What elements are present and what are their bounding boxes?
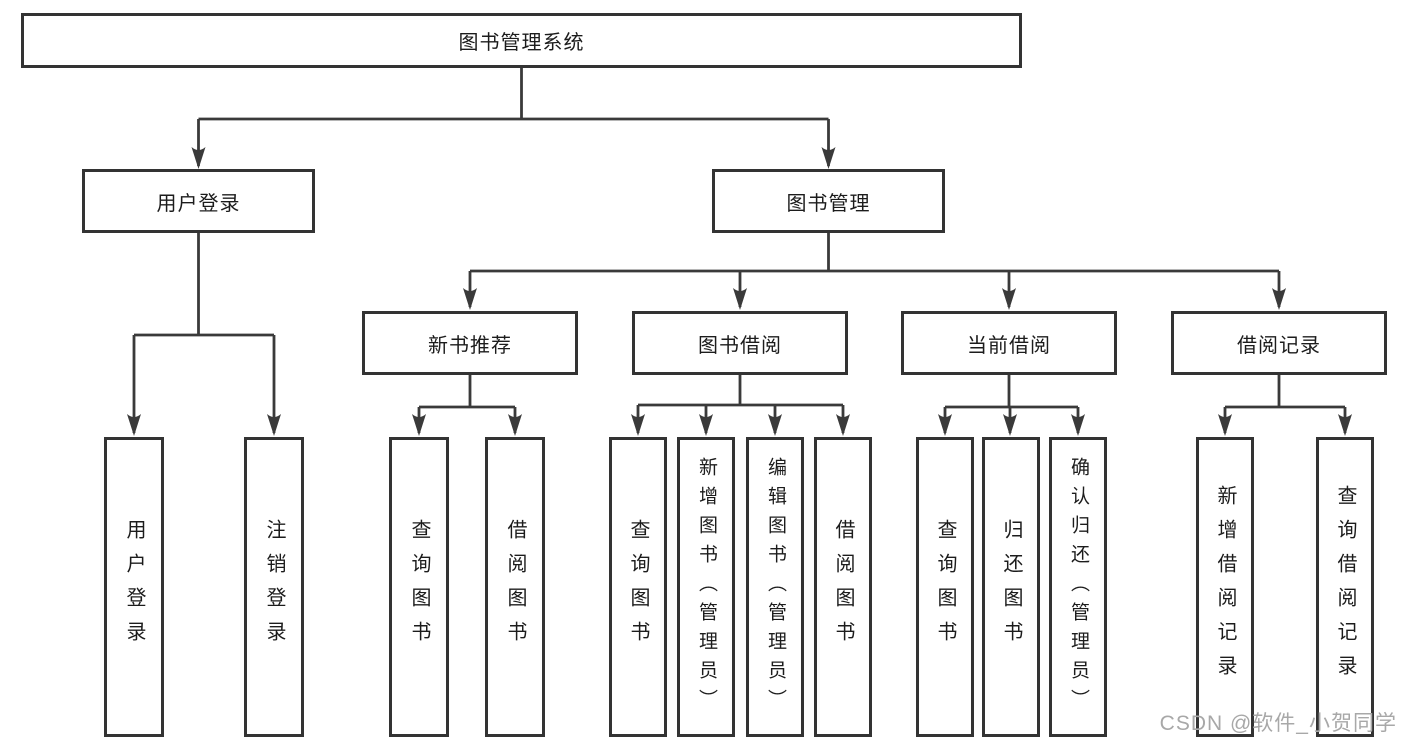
leaf-add-borrow-record: 新增借阅记录 [1196,437,1254,737]
node-current-borrow: 当前借阅 [901,311,1117,375]
leaf-query-books-newrec: 查询图书 [389,437,449,737]
leaf-user-login: 用户登录 [104,437,164,737]
node-root: 图书管理系统 [21,13,1022,68]
node-new-book-recommend: 新书推荐 [362,311,578,375]
leaf-query-books-borrow: 查询图书 [609,437,667,737]
node-book-borrow: 图书借阅 [632,311,848,375]
leaf-borrow-books-newrec: 借阅图书 [485,437,545,737]
watermark: CSDN @软件_小贺同学 [1159,712,1397,735]
leaf-return-books: 归还图书 [982,437,1040,737]
leaf-query-borrow-record: 查询借阅记录 [1316,437,1374,737]
node-book-management: 图书管理 [712,169,945,233]
leaf-confirm-return-admin: 确认归还（管理员） [1049,437,1107,737]
node-user-login: 用户登录 [82,169,315,233]
leaf-edit-books-admin: 编辑图书（管理员） [746,437,804,737]
leaf-borrow-books: 借阅图书 [814,437,872,737]
leaf-logout: 注销登录 [244,437,304,737]
leaf-query-books-current: 查询图书 [916,437,974,737]
leaf-add-books-admin: 新增图书（管理员） [677,437,735,737]
node-borrow-records: 借阅记录 [1171,311,1387,375]
